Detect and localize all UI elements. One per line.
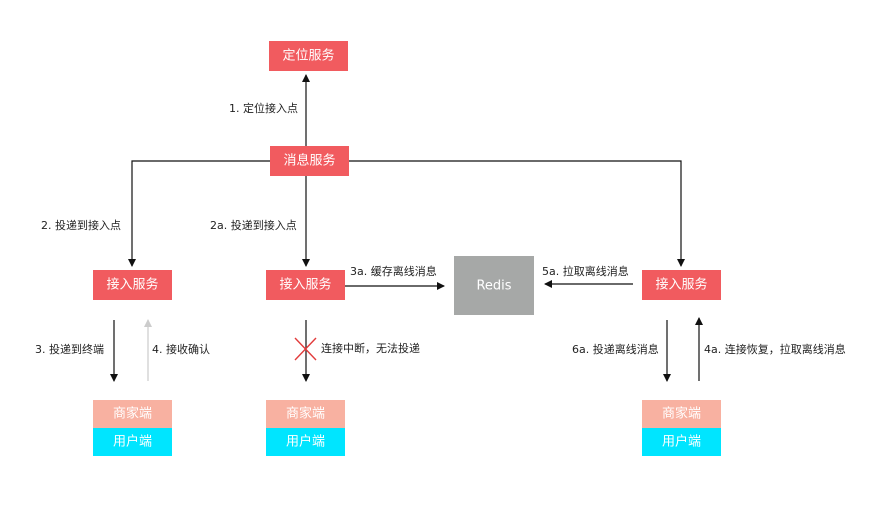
node-message-service: 消息服务: [270, 146, 349, 176]
node-label: 接入服务: [655, 277, 707, 293]
user-label: 用户端: [286, 434, 325, 450]
cross-icon: [294, 337, 317, 361]
client-stack-mid: 商家端 用户端: [266, 400, 345, 456]
node-locate-service: 定位服务: [269, 41, 348, 71]
node-label: 定位服务: [282, 48, 334, 64]
merchant-label: 商家端: [662, 406, 701, 422]
label-step4a: 4a. 连接恢复，拉取离线消息: [704, 342, 846, 356]
merchant-label: 商家端: [286, 406, 325, 422]
label-step4: 4. 接收确认: [152, 342, 210, 356]
node-label: 消息服务: [283, 153, 335, 169]
node-label: 接入服务: [106, 277, 158, 293]
node-access-service-mid: 接入服务: [266, 270, 345, 300]
user-label: 用户端: [662, 434, 701, 450]
label-step3: 3. 投递到终端: [35, 342, 104, 356]
merchant-label: 商家端: [113, 406, 152, 422]
arrow-message-to-access-left: [128, 160, 270, 267]
node-label: 接入服务: [279, 277, 331, 293]
label-step5a: 5a. 拉取离线消息: [542, 264, 629, 278]
node-label: Redis: [476, 279, 511, 294]
label-step6a: 6a. 投递离线消息: [572, 342, 659, 356]
label-step3a: 3a. 缓存离线消息: [350, 264, 437, 278]
label-step1: 1. 定位接入点: [229, 101, 298, 115]
label-step2: 2. 投递到接入点: [41, 218, 121, 232]
user-label: 用户端: [113, 434, 152, 450]
client-stack-right: 商家端 用户端: [642, 400, 721, 456]
node-redis: Redis: [454, 256, 534, 315]
label-fail: 连接中断，无法投递: [321, 341, 420, 355]
arrow-message-to-access-right: [349, 160, 685, 267]
client-stack-left: 商家端 用户端: [93, 400, 172, 456]
node-access-service-right: 接入服务: [642, 270, 721, 300]
node-access-service-left: 接入服务: [93, 270, 172, 300]
label-step2a: 2a. 投递到接入点: [210, 218, 297, 232]
